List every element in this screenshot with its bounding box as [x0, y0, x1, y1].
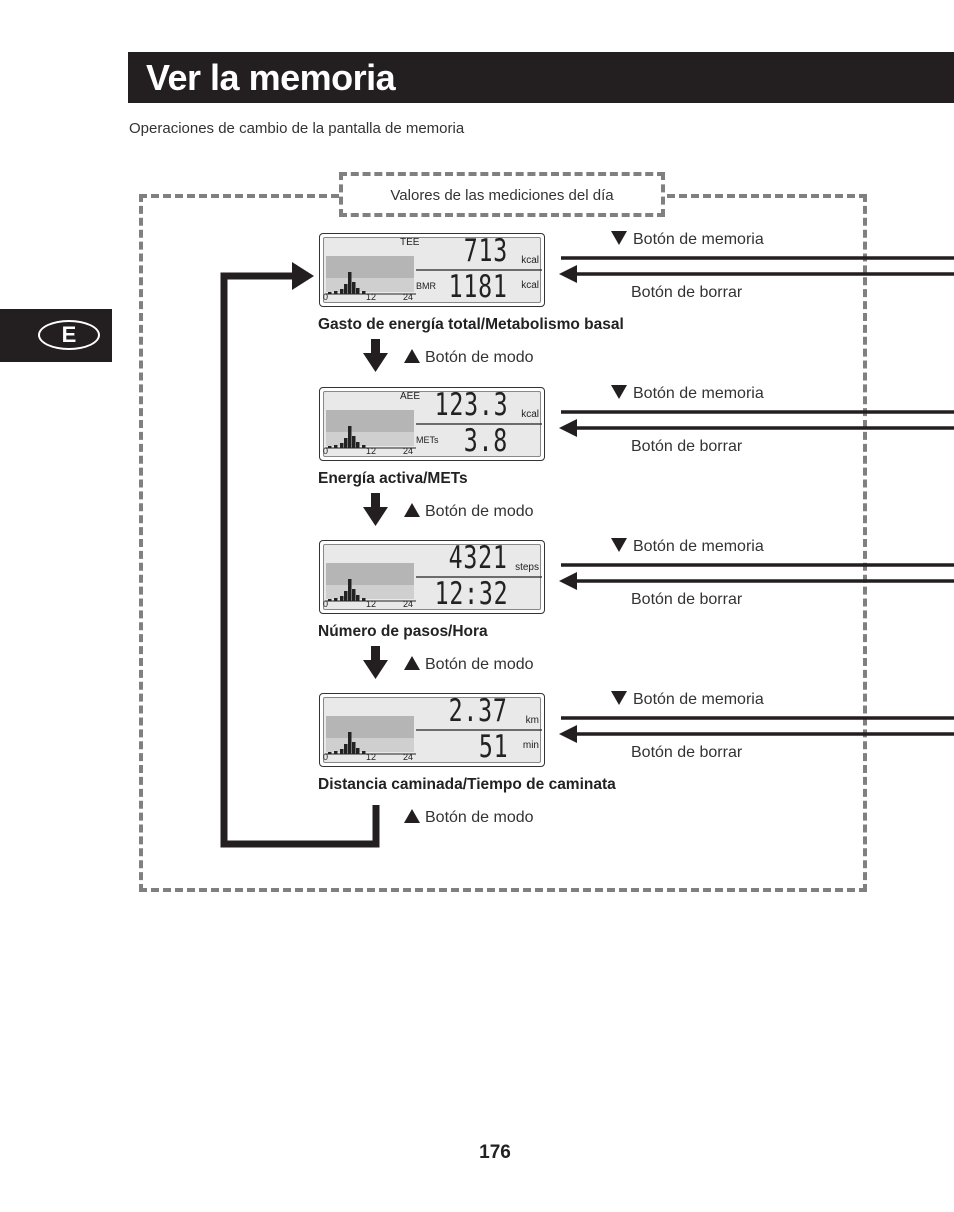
- lcd-top-unit: kcal: [521, 409, 539, 420]
- memory-delete-arrows: [559, 716, 954, 743]
- lcd-bottom-value: 51: [478, 729, 508, 765]
- axis-label-0: 0: [323, 446, 329, 456]
- axis-label-0: 0: [323, 599, 329, 609]
- mode-button-text: Botón de modo: [425, 503, 534, 520]
- arrow-left-icon: [559, 419, 577, 437]
- screen-caption: Energía activa/METs: [318, 470, 468, 487]
- triangle-up-icon: [404, 809, 420, 823]
- triangle-up-icon: [404, 656, 420, 670]
- memory-button-text: Botón de memoria: [633, 231, 764, 248]
- language-badge: E: [38, 320, 100, 350]
- loop-arrow: [220, 262, 380, 848]
- memory-button-text: Botón de memoria: [633, 385, 764, 402]
- lcd-top-label: AEE: [400, 391, 421, 402]
- screen-caption: Distancia caminada/Tiempo de caminata: [318, 776, 616, 793]
- screen-caption: Número de pasos/Hora: [318, 623, 488, 640]
- mode-button-label: Botón de modo: [404, 349, 534, 367]
- memory-button-label: Botón de memoria: [611, 231, 764, 249]
- page-title: Ver la memoria: [146, 57, 396, 98]
- triangle-down-icon: [611, 538, 627, 552]
- lcd-top-value: 713: [463, 233, 508, 269]
- axis-label-24: 24: [403, 752, 414, 762]
- axis-label-12: 12: [366, 292, 377, 302]
- down-arrow-icon: [363, 493, 388, 526]
- memory-button-text: Botón de memoria: [633, 538, 764, 555]
- lcd-bottom-label: METs: [416, 435, 439, 445]
- arrow-left-icon: [559, 265, 577, 283]
- lcd-top-unit: steps: [515, 562, 539, 573]
- axis-label-24: 24: [403, 599, 414, 609]
- lcd-bottom-value: 1181: [449, 269, 508, 305]
- axis-label-24: 24: [403, 446, 414, 456]
- page-subtitle: Operaciones de cambio de la pantalla de …: [129, 120, 465, 137]
- delete-button-label: Botón de borrar: [631, 744, 743, 761]
- axis-label-24: 24: [403, 292, 414, 302]
- lcd-top-value: 123.3: [434, 387, 508, 423]
- triangle-up-icon: [404, 503, 420, 517]
- delete-button-label: Botón de borrar: [631, 284, 743, 301]
- triangle-down-icon: [611, 691, 627, 705]
- loop-arrowhead-icon: [292, 262, 314, 290]
- down-arrow-icon: [363, 339, 388, 372]
- triangle-down-icon: [611, 231, 627, 245]
- memory-button-label: Botón de memoria: [611, 538, 764, 556]
- lcd-top-label: TEE: [400, 237, 420, 248]
- lcd-bottom-value: 3.8: [463, 423, 508, 459]
- lcd-top-unit: km: [525, 715, 539, 726]
- screen-caption: Gasto de energía total/Metabolismo basal: [318, 316, 624, 333]
- mode-button-text: Botón de modo: [425, 809, 534, 826]
- axis-label-12: 12: [366, 752, 377, 762]
- memory-button-label: Botón de memoria: [611, 385, 764, 403]
- lcd-bottom-label: BMR: [416, 281, 436, 291]
- triangle-down-icon: [611, 385, 627, 399]
- delete-button-label: Botón de borrar: [631, 438, 743, 455]
- mode-button-label: Botón de modo: [404, 809, 534, 827]
- axis-label-12: 12: [366, 599, 377, 609]
- arrow-left-icon: [559, 725, 577, 743]
- memory-delete-arrows: [559, 410, 954, 437]
- lcd-bottom-value: 12:32: [434, 576, 508, 612]
- mode-button-text: Botón de modo: [425, 349, 534, 366]
- lcd-top-value: 4321: [449, 540, 508, 576]
- memory-delete-arrows: [559, 563, 954, 590]
- page-number: 176: [479, 1142, 511, 1163]
- today-label: Valores de las mediciones del día: [390, 187, 614, 204]
- down-arrow-icon: [363, 646, 388, 679]
- lcd-top-value: 2.37: [449, 693, 508, 729]
- memory-delete-arrows: [559, 256, 954, 283]
- delete-button-label: Botón de borrar: [631, 591, 743, 608]
- header-bar: [128, 52, 954, 103]
- mode-button-label: Botón de modo: [404, 503, 534, 521]
- triangle-up-icon: [404, 349, 420, 363]
- axis-label-0: 0: [323, 752, 329, 762]
- mode-button-text: Botón de modo: [425, 656, 534, 673]
- lcd-bottom-unit: min: [522, 740, 539, 751]
- mode-button-label: Botón de modo: [404, 656, 534, 674]
- arrow-left-icon: [559, 572, 577, 590]
- memory-button-text: Botón de memoria: [633, 691, 764, 708]
- today-label-box: [339, 172, 665, 217]
- axis-label-12: 12: [366, 446, 377, 456]
- axis-label-0: 0: [323, 292, 329, 302]
- lcd-top-unit: kcal: [521, 255, 539, 266]
- lcd-bottom-unit: kcal: [521, 280, 539, 291]
- memory-button-label: Botón de memoria: [611, 691, 764, 709]
